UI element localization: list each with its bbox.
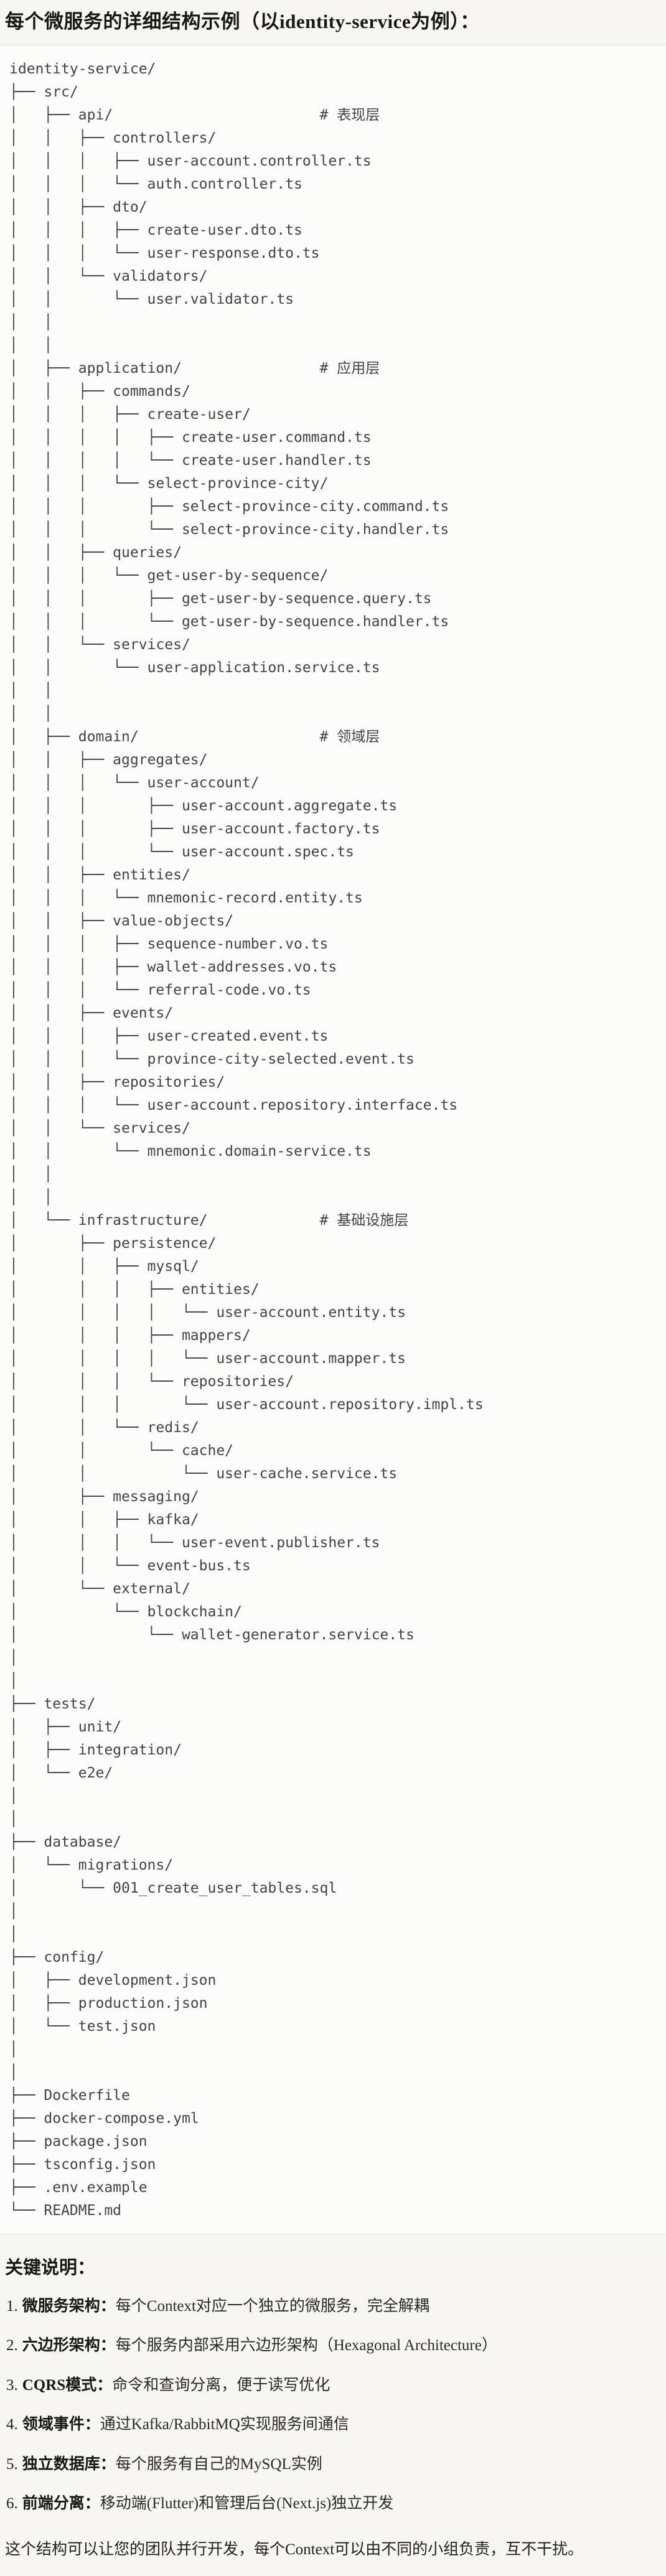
note-term: CQRS模式： [22,2376,113,2394]
note-item: 4.领域事件：通过Kafka/RabbitMQ实现服务间通信 [6,2416,660,2433]
directory-tree: identity-service/ ├── src/ │ ├── api/ # … [9,60,484,2219]
note-description: 通过Kafka/RabbitMQ实现服务间通信 [100,2416,349,2433]
note-term: 独立数据库： [22,2455,116,2473]
note-number: 3. [6,2376,18,2394]
note-term: 前端分离： [22,2495,100,2513]
notes-section: 关键说明： 1.微服务架构：每个Context对应一个独立的微服务，完全解耦 2… [0,2234,666,2576]
note-item: 5.独立数据库：每个服务有自己的MySQL实例 [6,2456,660,2473]
notes-heading: 关键说明： [5,2257,96,2278]
closing-paragraph: 这个结构可以让您的团队并行开发，每个Context可以由不同的小组负责，互不干扰… [5,2541,584,2558]
note-number: 4. [6,2416,18,2433]
code-block: identity-service/ ├── src/ │ ├── api/ # … [0,44,666,2234]
note-number: 2. [6,2337,18,2354]
note-item: 2.六边形架构：每个服务内部采用六边形架构（Hexagonal Architec… [6,2337,660,2354]
note-description: 每个服务有自己的MySQL实例 [115,2455,322,2473]
note-item: 3.CQRS模式：命令和查询分离，便于读写优化 [6,2377,660,2394]
note-term: 微服务架构： [22,2297,116,2315]
note-description: 移动端(Flutter)和管理后台(Next.js)独立开发 [100,2495,394,2513]
note-item: 1.微服务架构：每个Context对应一个独立的微服务，完全解耦 [6,2298,660,2315]
note-description: 每个服务内部采用六边形架构（Hexagonal Architecture） [115,2337,497,2354]
note-item: 6.前端分离：移动端(Flutter)和管理后台(Next.js)独立开发 [6,2495,660,2513]
note-number: 6. [6,2495,18,2513]
page-title: 每个微服务的详细结构示例（以identity-service为例）： [5,11,480,32]
note-term: 六边形架构： [22,2337,116,2354]
note-description: 每个Context对应一个独立的微服务，完全解耦 [115,2297,429,2315]
note-description: 命令和查询分离，便于读写优化 [112,2376,331,2394]
note-number: 5. [6,2455,18,2473]
note-number: 1. [6,2297,18,2315]
note-term: 领域事件： [22,2416,100,2433]
